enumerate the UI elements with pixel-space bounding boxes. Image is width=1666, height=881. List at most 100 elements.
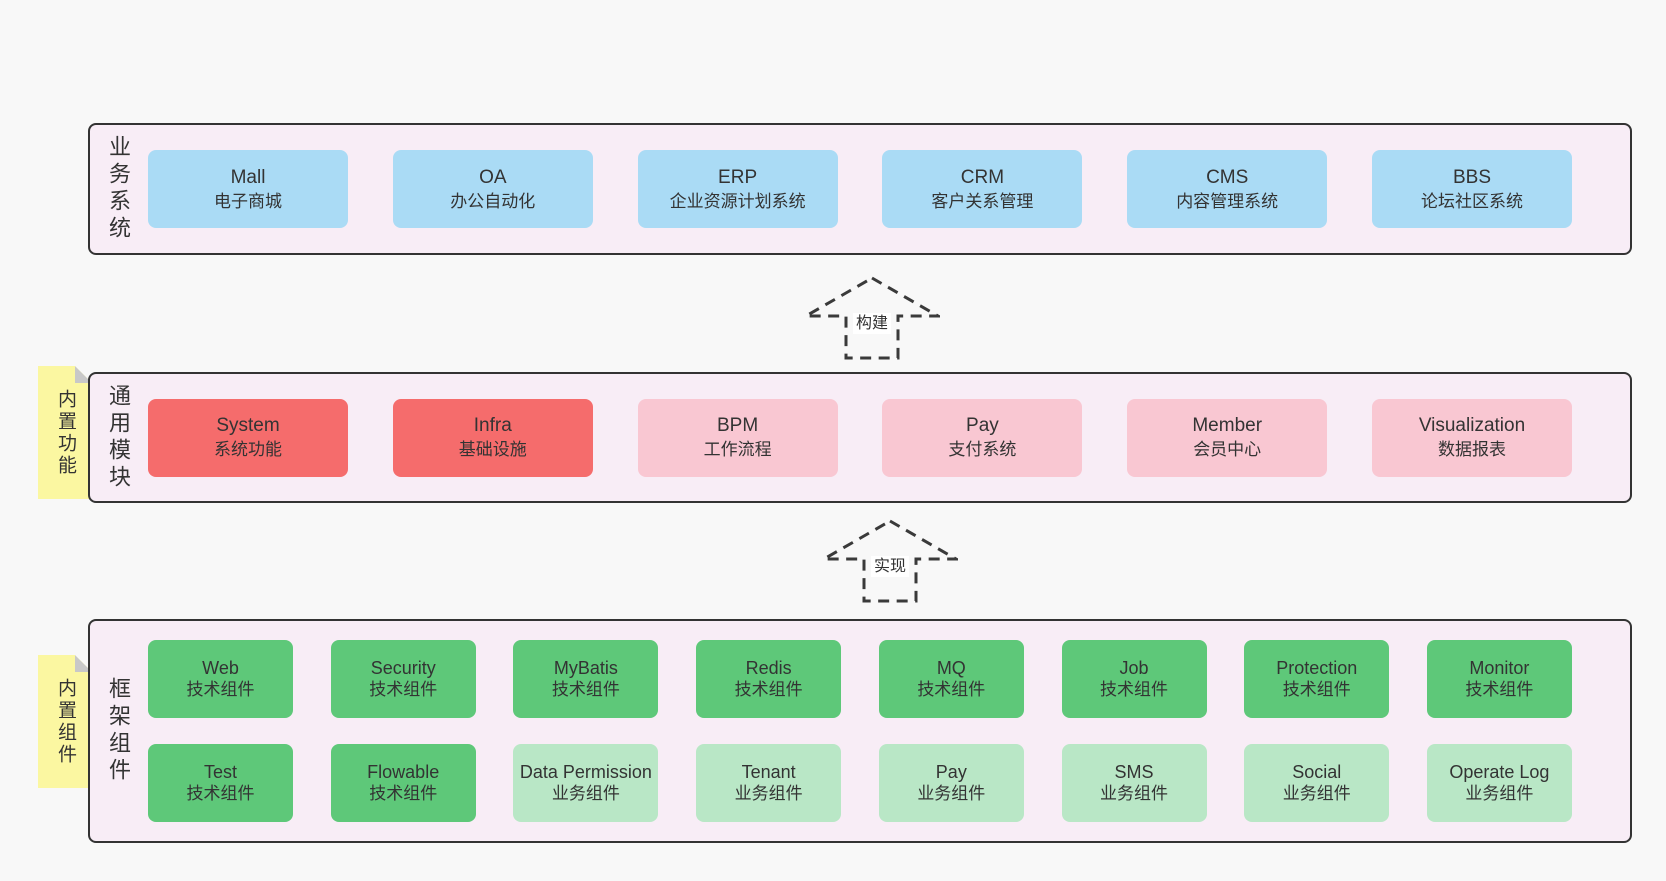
box-erp-cn: 企业资源计划系统 <box>669 191 806 211</box>
box-visualization: Visualization 数据报表 <box>1371 398 1572 477</box>
box-oa: OA 办公自动化 <box>392 150 593 228</box>
box-monitor: Monitor 技术组件 <box>1426 640 1572 718</box>
box-sms-cn: 业务组件 <box>1100 784 1169 803</box>
box-web: Web 技术组件 <box>148 640 293 718</box>
framework-components-side-label: 框架组件 <box>106 677 131 785</box>
box-sms-en: SMS <box>1114 762 1154 782</box>
box-mq-cn: 技术组件 <box>917 680 986 699</box>
box-redis: Redis 技术组件 <box>696 640 842 718</box>
box-crm: CRM 客户关系管理 <box>882 150 1083 228</box>
box-member-cn: 会员中心 <box>1193 440 1262 459</box>
box-sms: SMS 业务组件 <box>1061 744 1207 822</box>
box-social-en: Social <box>1292 762 1342 782</box>
common-modules-side-label: 通用模块 <box>106 383 131 492</box>
box-member-en: Member <box>1192 415 1263 436</box>
box-web-en: Web <box>202 658 239 678</box>
box-bbs-cn: 论坛社区系统 <box>1420 191 1523 211</box>
box-cms-en: CMS <box>1206 166 1249 188</box>
box-mq: MQ 技术组件 <box>878 640 1024 718</box>
common-modules-container: 通用模块 System 系统功能 Infra 基础设施 BPM 工作流程 Pay… <box>88 372 1632 503</box>
box-flowable: Flowable 技术组件 <box>330 744 476 822</box>
box-infra-cn: 基础设施 <box>458 440 527 459</box>
arrow-up-icon <box>804 276 940 360</box>
box-data-permission-en: Data Permission <box>519 762 652 782</box>
box-security-en: Security <box>370 658 436 678</box>
box-mall: Mall 电子商城 <box>148 150 348 228</box>
box-system: System 系统功能 <box>148 398 348 477</box>
box-operate-log: Operate Log 业务组件 <box>1426 744 1572 822</box>
box-data-permission-cn: 业务组件 <box>551 784 620 803</box>
box-test-cn: 技术组件 <box>186 784 255 803</box>
box-mybatis-cn: 技术组件 <box>551 680 620 699</box>
box-test-en: Test <box>203 762 237 782</box>
box-bpm-en: BPM <box>717 415 759 436</box>
box-protection: Protection 技术组件 <box>1244 640 1390 718</box>
box-pay-module-en: Pay <box>966 415 999 436</box>
box-pay-component-cn: 业务组件 <box>917 784 986 803</box>
box-oa-cn: 办公自动化 <box>450 191 536 211</box>
box-test: Test 技术组件 <box>148 744 293 822</box>
box-mybatis-en: MyBatis <box>553 658 618 678</box>
box-web-cn: 技术组件 <box>186 680 255 699</box>
arrow-implement-label: 实现 <box>870 556 910 577</box>
box-operate-log-en: Operate Log <box>1449 762 1550 782</box>
box-erp: ERP 企业资源计划系统 <box>637 150 838 228</box>
box-security-cn: 技术组件 <box>369 680 438 699</box>
sticky-built-in-features: 内置功能 <box>38 366 92 499</box>
framework-components-container: 框架组件 Web 技术组件 Security 技术组件 MyBatis 技术组件… <box>88 619 1632 843</box>
common-modules-boxes: System 系统功能 Infra 基础设施 BPM 工作流程 Pay 支付系统… <box>90 374 1630 501</box>
business-systems-boxes: Mall 电子商城 OA 办公自动化 ERP 企业资源计划系统 CRM 客户关系… <box>90 125 1630 253</box>
box-mybatis: MyBatis 技术组件 <box>513 640 659 718</box>
framework-components-boxes: Web 技术组件 Security 技术组件 MyBatis 技术组件 Redi… <box>90 621 1630 841</box>
box-flowable-cn: 技术组件 <box>369 784 438 803</box>
box-redis-cn: 技术组件 <box>734 680 803 699</box>
box-mq-en: MQ <box>936 658 966 678</box>
business-systems-side-label: 业务系统 <box>106 135 131 243</box>
box-monitor-en: Monitor <box>1469 658 1530 678</box>
sticky-built-in-features-label: 内置功能 <box>55 388 76 477</box>
box-oa-en: OA <box>479 166 507 188</box>
box-cms-cn: 内容管理系统 <box>1176 191 1279 211</box>
box-mall-cn: 电子商城 <box>214 191 282 211</box>
box-protection-en: Protection <box>1276 658 1358 678</box>
box-bbs-en: BBS <box>1452 166 1491 188</box>
box-visualization-en: Visualization <box>1418 415 1526 436</box>
box-erp-en: ERP <box>718 166 758 188</box>
box-monitor-cn: 技术组件 <box>1465 680 1534 699</box>
box-crm-en: CRM <box>960 166 1005 188</box>
box-bpm-cn: 工作流程 <box>703 440 772 459</box>
box-job-en: Job <box>1119 658 1149 678</box>
box-system-cn: 系统功能 <box>214 440 282 459</box>
box-cms: CMS 内容管理系统 <box>1127 150 1328 228</box>
arrow-build: 构建 <box>804 276 940 360</box>
box-infra: Infra 基础设施 <box>392 398 593 477</box>
box-mall-en: Mall <box>230 166 266 188</box>
box-visualization-cn: 数据报表 <box>1437 440 1506 459</box>
box-social: Social 业务组件 <box>1244 744 1390 822</box>
box-tenant-en: Tenant <box>741 762 796 782</box>
box-tenant-cn: 业务组件 <box>734 784 803 803</box>
box-job-cn: 技术组件 <box>1100 680 1169 699</box>
box-pay-module-cn: 支付系统 <box>948 440 1017 459</box>
box-protection-cn: 技术组件 <box>1282 680 1351 699</box>
arrow-implement: 实现 <box>822 519 958 603</box>
sticky-built-in-components-label: 内置组件 <box>55 677 76 766</box>
box-crm-cn: 客户关系管理 <box>931 191 1034 211</box>
box-tenant: Tenant 业务组件 <box>696 744 842 822</box>
sticky-built-in-components: 内置组件 <box>38 655 92 788</box>
box-redis-en: Redis <box>745 658 792 678</box>
box-pay-component: Pay 业务组件 <box>878 744 1024 822</box>
box-security: Security 技术组件 <box>330 640 476 718</box>
box-operate-log-cn: 业务组件 <box>1465 784 1534 803</box>
box-job: Job 技术组件 <box>1061 640 1207 718</box>
box-flowable-en: Flowable <box>367 762 440 782</box>
arrow-build-label: 构建 <box>852 313 892 334</box>
box-system-en: System <box>216 415 280 436</box>
box-bpm: BPM 工作流程 <box>637 398 838 477</box>
business-systems-container: 业务系统 Mall 电子商城 OA 办公自动化 ERP 企业资源计划系统 CRM… <box>88 123 1632 255</box>
box-member: Member 会员中心 <box>1127 398 1328 477</box>
box-pay-module: Pay 支付系统 <box>882 398 1083 477</box>
box-infra-en: Infra <box>473 415 512 436</box>
box-data-permission: Data Permission 业务组件 <box>513 744 659 822</box>
